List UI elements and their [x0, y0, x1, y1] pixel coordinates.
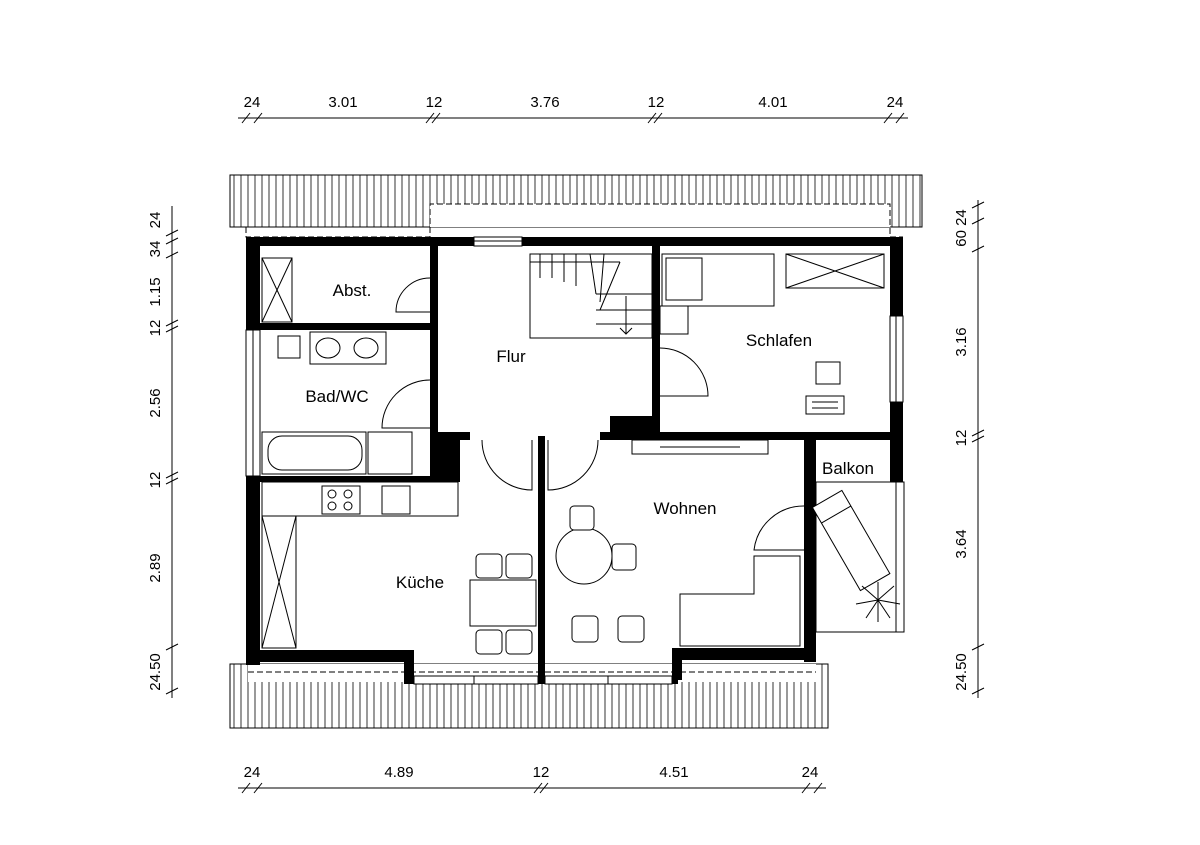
windows	[245, 236, 905, 685]
dim-bottom-0: 24	[244, 764, 261, 781]
dimension-top: 24 3.01 12 3.76 12 4.01 24	[238, 94, 908, 124]
dim-left-3: 12	[147, 320, 164, 337]
room-label-balkon: Balkon	[822, 459, 874, 478]
room-label-flur: Flur	[496, 347, 526, 366]
dimension-left: 24 34 1.15 12 2.56 12 2.89 24.50	[147, 206, 179, 698]
roof-eave-bottom	[229, 663, 829, 729]
dim-left-4: 2.56	[147, 388, 164, 417]
dim-top-1: 3.01	[328, 94, 357, 111]
dim-right-4: 24.50	[953, 653, 970, 691]
dim-bottom-3: 4.51	[659, 764, 688, 781]
roof-eave-top	[229, 174, 923, 238]
room-label-wohnen: Wohnen	[653, 499, 716, 518]
dim-top-2: 12	[426, 94, 443, 111]
room-label-kueche: Küche	[396, 573, 444, 592]
dimension-bottom: 24 4.89 12 4.51 24	[238, 764, 826, 794]
plant-icon	[855, 582, 901, 622]
dim-left-1: 34	[147, 241, 164, 258]
dim-top-5: 4.01	[758, 94, 787, 111]
dim-left-7: 24.50	[147, 653, 164, 691]
dim-right-3: 3.64	[953, 529, 970, 558]
dim-right-1: 3.16	[953, 327, 970, 356]
dim-left-2: 1.15	[147, 277, 164, 306]
dim-left-5: 12	[147, 472, 164, 489]
dim-right-2: 12	[953, 430, 970, 447]
dim-top-0: 24	[244, 94, 261, 111]
room-label-abst: Abst.	[333, 281, 372, 300]
dim-top-3: 3.76	[530, 94, 559, 111]
room-label-schlafen: Schlafen	[746, 331, 812, 350]
dim-left-0: 24	[147, 212, 164, 229]
room-label-bad: Bad/WC	[305, 387, 368, 406]
room-labels: Abst. Flur Schlafen Bad/WC Balkon Wohnen…	[305, 281, 874, 592]
furniture	[261, 253, 901, 655]
dim-left-6: 2.89	[147, 553, 164, 582]
dimension-right: 60 24 3.16 12 3.64 24.50	[953, 200, 985, 698]
dim-bottom-2: 12	[533, 764, 550, 781]
dim-top-6: 24	[887, 94, 904, 111]
dim-bottom-4: 24	[802, 764, 819, 781]
dim-top-4: 12	[648, 94, 665, 111]
dim-bottom-1: 4.89	[384, 764, 413, 781]
dim-right-0: 60 24	[953, 209, 970, 247]
